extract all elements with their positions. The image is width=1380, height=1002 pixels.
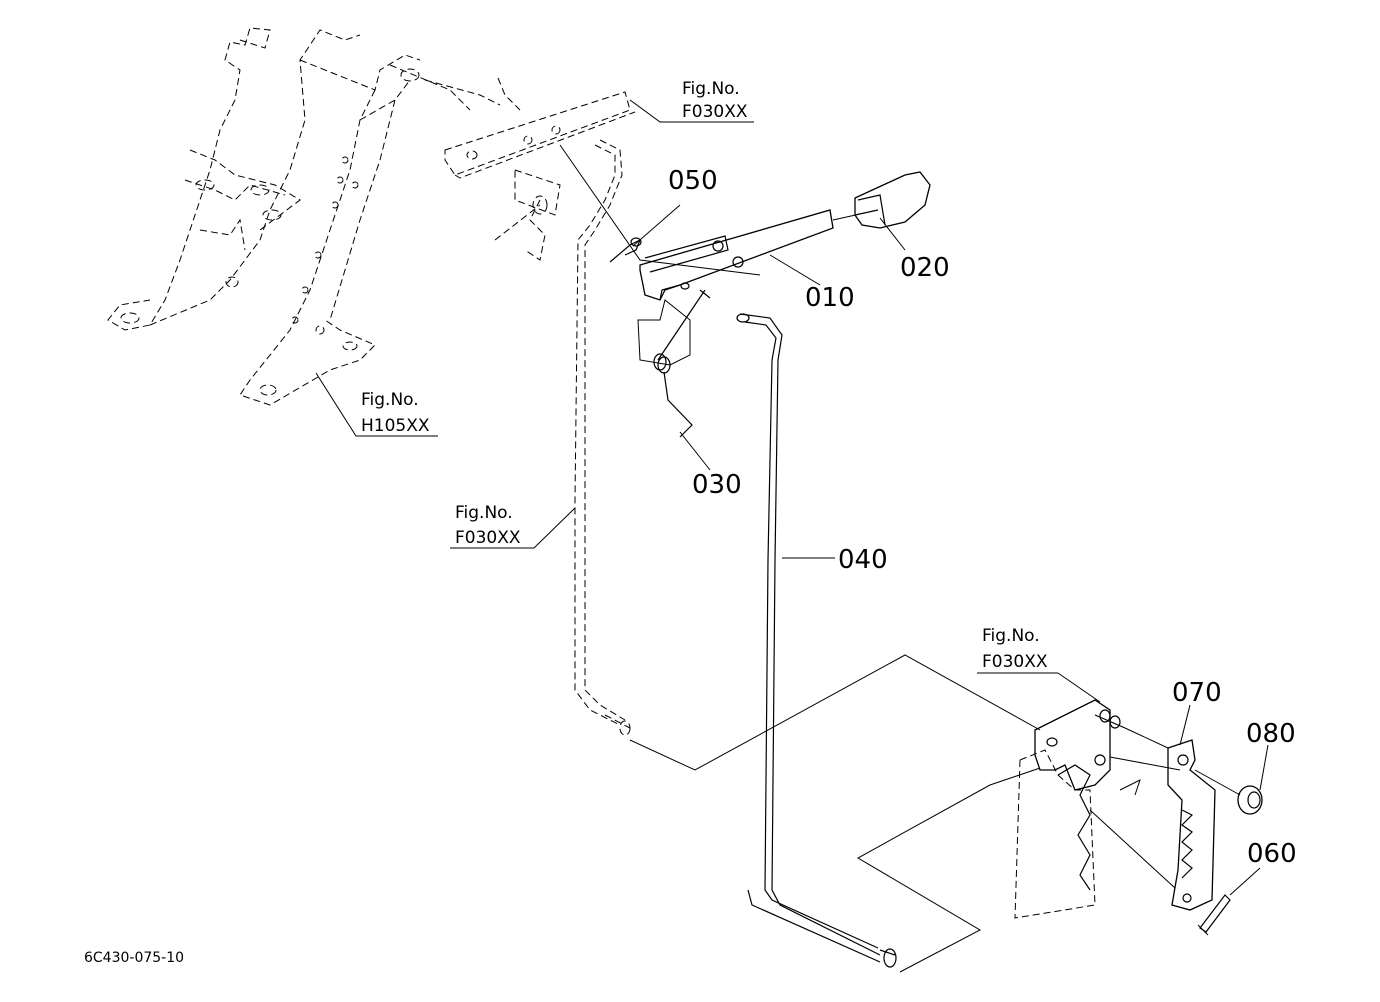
- label-030: 030: [692, 470, 742, 500]
- figref-left-code: F030XX: [455, 528, 521, 548]
- label-060: 060: [1247, 839, 1297, 869]
- figref-left-label: Fig.No.: [455, 503, 513, 523]
- drawing-code: 6C430-075-10: [84, 950, 184, 966]
- figref-frame-code: H105XX: [361, 416, 430, 436]
- nut-part: [1237, 785, 1263, 815]
- label-010: 010: [805, 283, 855, 313]
- torsion-spring-part: [637, 289, 711, 438]
- lower-bracket-reference-part: [1014, 699, 1141, 919]
- main-rod-part: [736, 313, 897, 968]
- figref-top-label: Fig.No.: [682, 79, 740, 99]
- label-020: 020: [900, 253, 950, 283]
- figref-frame-label: Fig.No.: [361, 390, 419, 410]
- cotter-pin-part: [1197, 894, 1231, 936]
- grip-part: [854, 171, 931, 229]
- lever-arm-part: [559, 144, 861, 301]
- assembly-lines: [629, 654, 1241, 973]
- notched-lever-part: [1167, 739, 1216, 911]
- rod-reference-part: [574, 139, 631, 736]
- leader-lines: [315, 99, 1269, 896]
- label-080: 080: [1246, 719, 1296, 749]
- figref-bottom-code: F030XX: [982, 652, 1048, 672]
- label-040: 040: [838, 545, 888, 575]
- figref-bottom-label: Fig.No.: [982, 626, 1040, 646]
- label-050: 050: [668, 166, 718, 196]
- clip-part: [609, 237, 642, 263]
- upper-plate-reference-part: [424, 77, 636, 261]
- label-070: 070: [1172, 678, 1222, 708]
- figref-top-code: F030XX: [682, 102, 748, 122]
- frame-reference-part: [107, 27, 471, 406]
